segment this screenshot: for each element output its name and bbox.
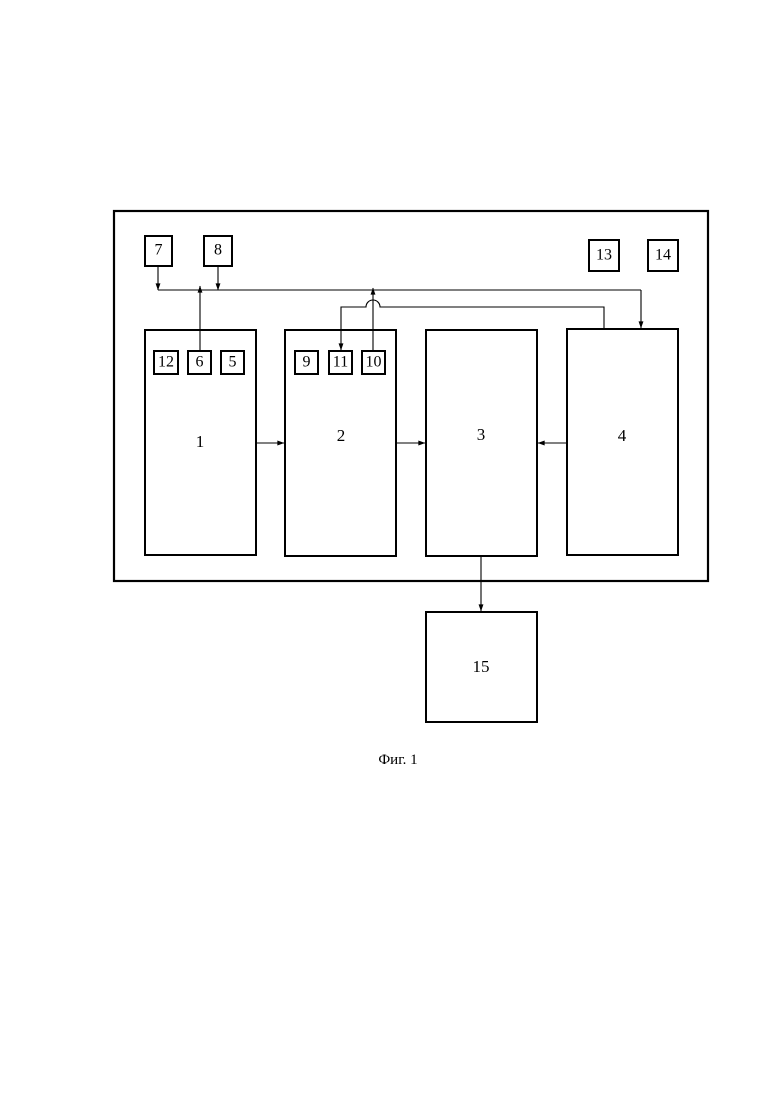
block-14-label: 14 — [655, 247, 671, 264]
figure-caption: Фиг. 1 — [378, 752, 417, 768]
block-2-label: 2 — [337, 426, 346, 445]
block-9-label: 9 — [303, 354, 311, 371]
block-4-label: 4 — [618, 426, 627, 445]
block-3-label: 3 — [477, 425, 486, 444]
block-12-label: 12 — [158, 354, 174, 371]
block-12: 12 — [154, 351, 178, 374]
block-15-label: 15 — [473, 657, 490, 676]
block-13-label: 13 — [596, 247, 612, 264]
block-4-to-block-11 — [341, 300, 604, 350]
connectors — [158, 266, 641, 611]
block-10: 10 — [362, 351, 385, 374]
block-11: 11 — [329, 351, 352, 374]
block-7-label: 7 — [155, 242, 163, 259]
block-10-label: 10 — [366, 354, 382, 371]
block-1-label: 1 — [196, 432, 205, 451]
block-11-label: 11 — [333, 354, 348, 371]
block-6: 6 — [188, 351, 211, 374]
block-9: 9 — [295, 351, 318, 374]
block-3: 3 — [426, 330, 537, 556]
block-5: 5 — [221, 351, 244, 374]
block-5-label: 5 — [229, 354, 237, 371]
block-15: 15 — [426, 612, 537, 722]
block-6-label: 6 — [196, 354, 204, 371]
block-14: 14 — [648, 240, 678, 271]
block-4: 4 — [567, 329, 678, 555]
block-8: 8 — [204, 236, 232, 266]
block-7: 7 — [145, 236, 172, 266]
block-13: 13 — [589, 240, 619, 271]
block-8-label: 8 — [214, 242, 222, 259]
